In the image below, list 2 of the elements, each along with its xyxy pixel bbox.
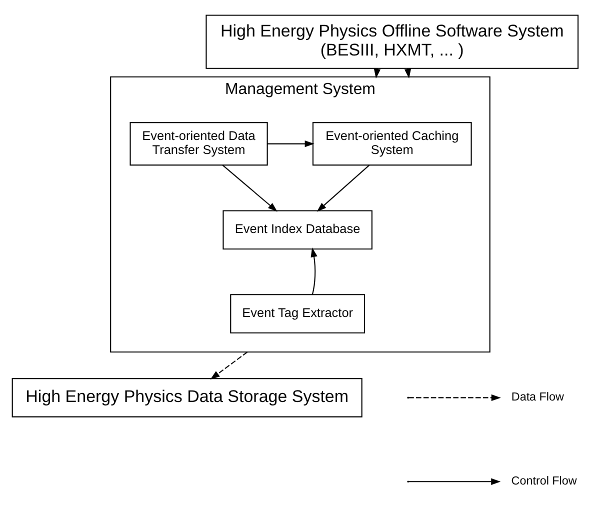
legend-label: Data Flow bbox=[511, 390, 564, 404]
legend-label: Control Flow bbox=[511, 474, 577, 488]
